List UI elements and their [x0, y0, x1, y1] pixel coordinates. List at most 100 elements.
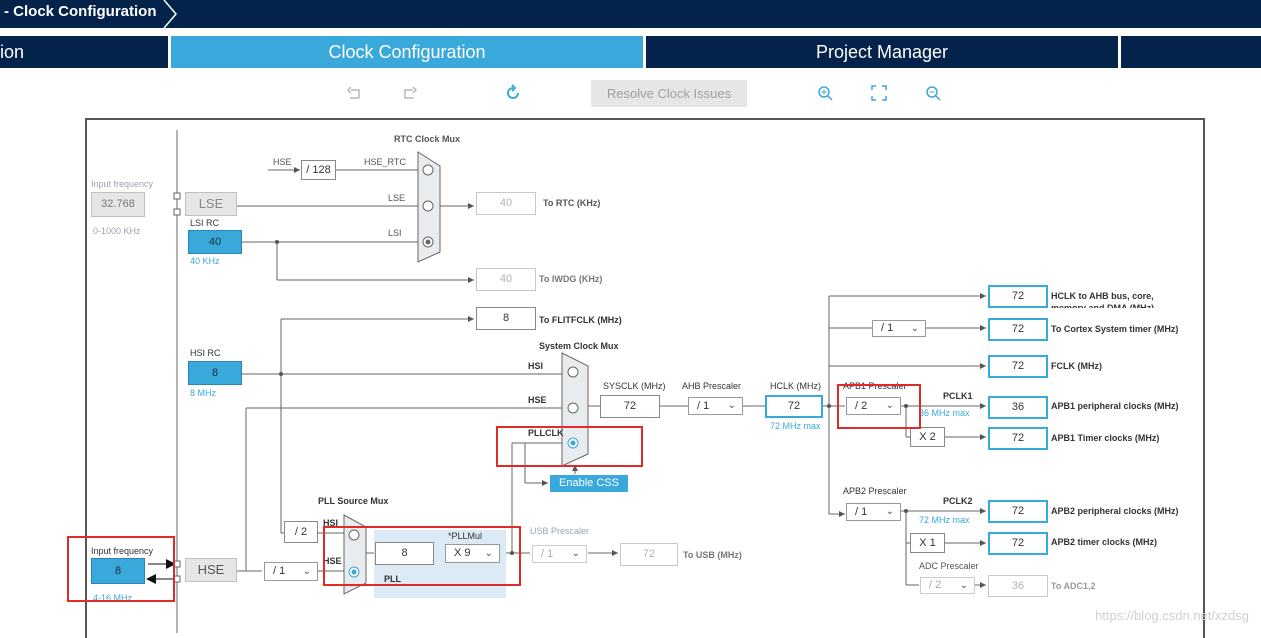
apb2-timer-label: APB2 timer clocks (MHz) [1051, 537, 1158, 547]
hclk-value[interactable]: 72 [765, 395, 823, 418]
hse-block[interactable]: HSE [185, 558, 237, 582]
ahb-prescaler-select[interactable]: / 1 ⌄ [688, 397, 743, 415]
apb1-max: 36 MHz max [919, 408, 970, 418]
flitfclk-label: To FLITFCLK (MHz) [539, 315, 622, 325]
tab-clock-label: Clock Configuration [328, 42, 486, 62]
title-bar: - Clock Configuration [0, 0, 1261, 28]
undo-icon[interactable] [344, 82, 366, 104]
rtc-output-label: To RTC (KHz) [543, 198, 601, 208]
pll-hsi-div2: / 2 [284, 521, 318, 543]
cortex-timer-divider-select[interactable]: / 1 ⌄ [872, 320, 926, 337]
usb-prescaler-value: / 1 [541, 548, 554, 560]
apb2-peripheral-label: APB2 peripheral clocks (MHz) [1051, 506, 1179, 516]
hsi-value: 8 [188, 361, 242, 385]
fclk-output[interactable]: 72 [988, 355, 1048, 378]
highlight-hse-input [67, 536, 175, 602]
chevron-down-icon: ⌄ [302, 566, 311, 577]
apb1-peripheral-label: APB1 peripheral clocks (MHz) [1051, 401, 1179, 411]
chevron-down-icon: ⌄ [484, 548, 493, 559]
apb1-peripheral-output[interactable]: 36 [988, 396, 1048, 419]
apb2-timer-output[interactable]: 72 [988, 532, 1048, 555]
cortex-divider-value: / 1 [881, 322, 894, 334]
adc-prescaler-label: ADC Prescaler [919, 561, 979, 571]
hsi-unit: 8 MHz [190, 388, 217, 398]
pll-input-value: 8 [375, 542, 434, 565]
iwdg-output-label: To IWDG (KHz) [539, 274, 603, 284]
hclk-ahb-output[interactable]: 72 [988, 285, 1048, 308]
breadcrumb[interactable]: - Clock Configuration [4, 3, 157, 20]
highlight-pllclk-select [496, 426, 643, 467]
tab-pinout[interactable]: ion [0, 36, 168, 68]
tab-project-manager[interactable]: Project Manager [646, 36, 1118, 68]
watermark: https://blog.csdn.net/xzdsg [1095, 608, 1249, 623]
apb1-prescaler-label: APB1 Prescaler [843, 381, 907, 391]
apb2-max: 72 MHz max [919, 515, 970, 525]
adc-output-value: 36 [988, 575, 1048, 597]
apb1-timer-label: APB1 Timer clocks (MHz) [1051, 433, 1160, 443]
hclk-label: HCLK (MHz) [770, 381, 821, 391]
enable-css-button[interactable]: Enable CSS [550, 475, 628, 492]
apb2-prescaler-label: APB2 Prescaler [843, 486, 907, 496]
chevron-down-icon: ⌄ [910, 323, 919, 334]
hse-prediv-select[interactable]: / 1 ⌄ [264, 562, 318, 581]
usb-prescaler-label: USB Prescaler [530, 526, 590, 536]
hclk-max: 72 MHz max [770, 421, 821, 431]
zoom-out-icon[interactable] [922, 82, 944, 104]
tab-clock-configuration[interactable]: Clock Configuration [171, 36, 643, 68]
system-mux-pllclk: PLLCLK [528, 428, 564, 438]
redo-icon[interactable] [398, 82, 420, 104]
rtc-lsi-label: LSI [388, 228, 402, 238]
hse-prediv-value: / 1 [273, 565, 286, 577]
pll-mux-hse: HSE [323, 556, 342, 566]
zoom-in-icon[interactable] [814, 82, 836, 104]
tab-pinout-label: ion [0, 42, 25, 62]
adc-prescaler-value: / 2 [929, 579, 942, 591]
highlight-apb1-prescaler [837, 384, 921, 429]
flitfclk-value: 8 [476, 307, 536, 330]
apb2-prescaler-value: / 1 [855, 506, 868, 518]
lse-range: 0-1000 KHz [93, 226, 141, 236]
apb1-prescaler-select[interactable]: / 2⌄ [846, 397, 901, 415]
adc-output-label: To ADC1,2 [1051, 581, 1096, 591]
usb-prescaler-select[interactable]: / 1⌄ [532, 545, 587, 563]
breadcrumb-chevron-icon [163, 0, 177, 28]
pllmul-select[interactable]: X 9⌄ [445, 544, 500, 563]
rtc-hse-rtc-label: HSE_RTC [364, 157, 406, 167]
usb-output-value: 72 [620, 543, 678, 566]
tab-bar: ion Clock Configuration Project Manager [0, 36, 1261, 68]
pclk1-label: PCLK1 [943, 391, 973, 401]
chevron-down-icon: ⌄ [885, 506, 894, 517]
fit-screen-icon[interactable] [868, 82, 890, 104]
clock-diagram-frame [85, 118, 1205, 638]
chevron-down-icon: ⌄ [727, 400, 736, 411]
pll-label: PLL [384, 574, 401, 584]
refresh-icon[interactable] [502, 82, 524, 104]
system-mux-hsi: HSI [528, 361, 544, 371]
lse-input-frequency[interactable]: 32.768 [91, 192, 145, 217]
sysclk-value[interactable]: 72 [600, 395, 660, 418]
rtc-lse-label: LSE [388, 193, 406, 203]
resolve-clock-issues-button[interactable]: Resolve Clock Issues [591, 80, 747, 107]
rtc-div128: / 128 [301, 160, 336, 180]
pll-mux-hsi: HSI [323, 518, 339, 528]
rtc-hse-label: HSE [273, 157, 292, 167]
rtc-output-value: 40 [476, 192, 536, 215]
lsi-unit: 40 KHz [190, 256, 220, 266]
lse-block[interactable]: LSE [185, 192, 237, 216]
cortex-timer-label: To Cortex System timer (MHz) [1051, 324, 1179, 334]
hsi-title: HSI RC [190, 348, 221, 358]
apb1-timer-output[interactable]: 72 [988, 427, 1048, 450]
adc-prescaler-select[interactable]: / 2⌄ [920, 577, 975, 594]
lse-input-caption: Input frequency [91, 179, 154, 189]
usb-output-label: To USB (MHz) [683, 550, 742, 560]
hse-input-frequency[interactable]: 8 [91, 558, 145, 584]
cortex-timer-output[interactable]: 72 [988, 318, 1048, 341]
apb2-prescaler-select[interactable]: / 1 ⌄ [846, 503, 901, 521]
ahb-prescaler-value: / 1 [697, 400, 710, 412]
lsi-value: 40 [188, 230, 242, 254]
tab-project-label: Project Manager [815, 42, 949, 62]
tab-tools[interactable] [1121, 36, 1261, 68]
apb2-peripheral-output[interactable]: 72 [988, 500, 1048, 523]
pllmul-label: *PLLMul [448, 531, 483, 541]
